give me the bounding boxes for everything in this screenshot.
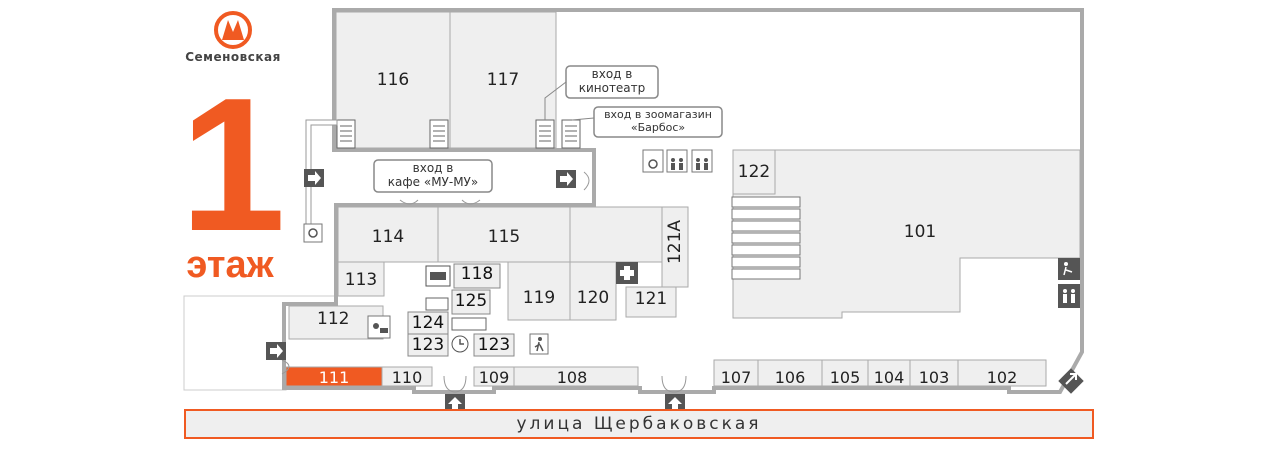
cafe-callout-line-1: вход в <box>412 161 454 175</box>
store-110-area[interactable] <box>381 366 433 387</box>
store-label-124[interactable]: 124 <box>411 313 445 333</box>
store-label-115[interactable]: 115 <box>487 227 521 247</box>
store-118-area[interactable] <box>453 263 501 289</box>
atm-icon <box>425 265 451 287</box>
store-label-121a[interactable]: 121А <box>665 219 685 265</box>
wheelchair-icon <box>303 223 323 243</box>
stairs-icon <box>425 297 449 311</box>
cafe-callout <box>373 159 493 193</box>
store-label-125[interactable]: 125 <box>454 291 488 311</box>
pet-store-callout-line-1: вход в зоомагазин <box>604 108 712 121</box>
floor-number: 1 <box>180 59 286 271</box>
metro-logo-icon <box>214 11 252 49</box>
store-120-area[interactable] <box>569 261 617 321</box>
store-label-122[interactable]: 122 <box>737 162 771 182</box>
store-label-102[interactable]: 102 <box>986 368 1018 387</box>
escalator-icon <box>731 196 801 280</box>
store-label-106[interactable]: 106 <box>774 368 806 387</box>
store-label-107[interactable]: 107 <box>720 368 752 387</box>
store-label-113[interactable]: 113 <box>344 270 378 290</box>
store-label-112[interactable]: 112 <box>317 309 350 329</box>
walking-person-icon <box>529 333 549 355</box>
store-119-area[interactable] <box>507 261 571 321</box>
stairs-icon <box>451 317 487 331</box>
cafe-callout-line-2: кафе «МУ-МУ» <box>387 175 479 189</box>
pharmacy-icon <box>367 315 391 339</box>
store-123a-area[interactable] <box>407 333 449 357</box>
store-label-105[interactable]: 105 <box>829 368 861 387</box>
entrance-arrow-icon <box>445 394 685 411</box>
first-aid-icon <box>616 262 638 284</box>
store-106-area[interactable] <box>757 359 823 387</box>
wheelchair-icon <box>642 149 664 173</box>
store-125-area[interactable] <box>451 289 491 315</box>
cinema-callout-line-1: вход в <box>591 67 633 81</box>
entrance-arrow-right-icon <box>266 169 576 360</box>
emergency-exit-icon <box>1058 258 1080 280</box>
store-label-111[interactable]: 111 <box>318 368 350 387</box>
store-108-area[interactable] <box>513 366 639 387</box>
store-113-area[interactable] <box>337 261 385 297</box>
store-101-area[interactable] <box>732 149 1081 319</box>
family-icon <box>1058 284 1080 308</box>
store-115b-area[interactable] <box>569 206 663 263</box>
store-label-121[interactable]: 121 <box>634 289 668 309</box>
store-label-118[interactable]: 118 <box>460 264 494 284</box>
store-label-108[interactable]: 108 <box>556 368 588 387</box>
metro-station-name: Семеновская <box>185 50 281 64</box>
store-122-area[interactable] <box>732 149 776 195</box>
store-102-area[interactable] <box>957 359 1047 387</box>
pet-store-callout-line-2: «Барбос» <box>630 121 686 134</box>
store-label-119[interactable]: 119 <box>522 288 556 308</box>
pet-store-callout-text: вход в зоомагазин «Барбос» <box>594 108 722 134</box>
entrance-door-icon <box>281 171 687 393</box>
store-121a-area[interactable] <box>661 206 689 288</box>
store-label-114[interactable]: 114 <box>371 227 405 247</box>
pet-store-callout <box>593 106 723 138</box>
store-label-101[interactable]: 101 <box>903 222 937 242</box>
cinema-callout-text: вход в кинотеатр <box>566 67 658 95</box>
store-114-area[interactable] <box>337 206 439 263</box>
timer-icon <box>451 335 469 353</box>
store-label-123-b[interactable]: 123 <box>477 335 511 355</box>
cafe-callout-text: вход в кафе «МУ-МУ» <box>374 161 492 189</box>
store-label-123[interactable]: 123 <box>411 335 445 355</box>
store-label-117[interactable]: 117 <box>486 70 520 90</box>
store-115-area[interactable] <box>437 206 571 263</box>
cinema-callout-line-2: кинотеатр <box>578 81 646 95</box>
store-label-109[interactable]: 109 <box>478 368 510 387</box>
store-107-area[interactable] <box>713 359 759 387</box>
store-label-120[interactable]: 120 <box>576 288 610 308</box>
store-label-116[interactable]: 116 <box>376 70 410 90</box>
floor-label: этаж <box>186 244 274 286</box>
restroom-icon <box>691 149 713 173</box>
street-name: улица Щербаковская <box>184 409 1094 439</box>
restroom-icon <box>666 149 688 173</box>
store-label-104[interactable]: 104 <box>873 368 905 387</box>
store-121-area[interactable] <box>625 286 677 318</box>
store-123b-area[interactable] <box>473 333 515 357</box>
store-label-103[interactable]: 103 <box>918 368 950 387</box>
store-label-110[interactable]: 110 <box>391 368 423 387</box>
